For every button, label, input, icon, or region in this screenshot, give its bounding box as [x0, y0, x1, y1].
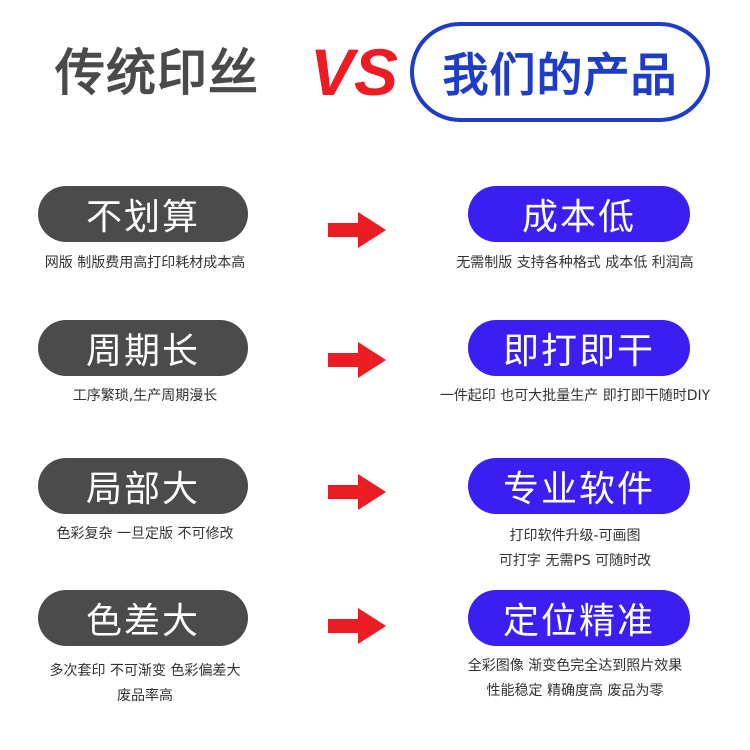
traditional-caption: 工序繁琐,生产周期漫长: [72, 388, 218, 404]
product-caption: 打印软件升级-可画图: [509, 528, 641, 544]
product-label-instant: 即打即干: [468, 320, 690, 376]
product-caption: 全彩图像 渐变色完全达到照片效果: [467, 658, 683, 674]
traditional-caption: 废品率高: [117, 688, 173, 704]
traditional-caption: 色彩复杂 一旦定版 不可修改: [56, 526, 234, 542]
our-product-title: 我们的产品: [442, 48, 678, 102]
product-caption: 可打字 无需PS 可随时改: [498, 553, 652, 569]
traditional-label-local: 局部大: [38, 458, 248, 514]
vs-label: VS: [310, 35, 399, 109]
product-caption: 性能稳定 精确度高 废品为零: [486, 683, 664, 699]
traditional-caption: 多次套印 不可渐变 色彩偏差大: [49, 663, 241, 679]
product-label-software: 专业软件: [468, 458, 690, 514]
traditional-label-cost: 不划算: [38, 186, 248, 242]
right-arrow-icon: [328, 608, 386, 644]
right-arrow-icon: [328, 342, 386, 378]
our-product-badge: 我们的产品: [410, 22, 710, 122]
right-arrow-icon: [328, 474, 386, 510]
traditional-label-color-diff: 色差大: [38, 590, 248, 646]
product-label-precise: 定位精准: [468, 590, 690, 646]
right-arrow-icon: [328, 212, 386, 248]
product-caption: 一件起印 也可大批量生产 即打即干随时DIY: [439, 388, 711, 404]
product-caption: 无需制版 支持各种格式 成本低 利润高: [456, 255, 694, 271]
traditional-label-cycle: 周期长: [38, 320, 248, 376]
traditional-title: 传统印丝: [55, 44, 259, 102]
traditional-caption: 网版 制版费用高打印耗材成本高: [44, 255, 246, 271]
product-label-low-cost: 成本低: [468, 186, 690, 242]
